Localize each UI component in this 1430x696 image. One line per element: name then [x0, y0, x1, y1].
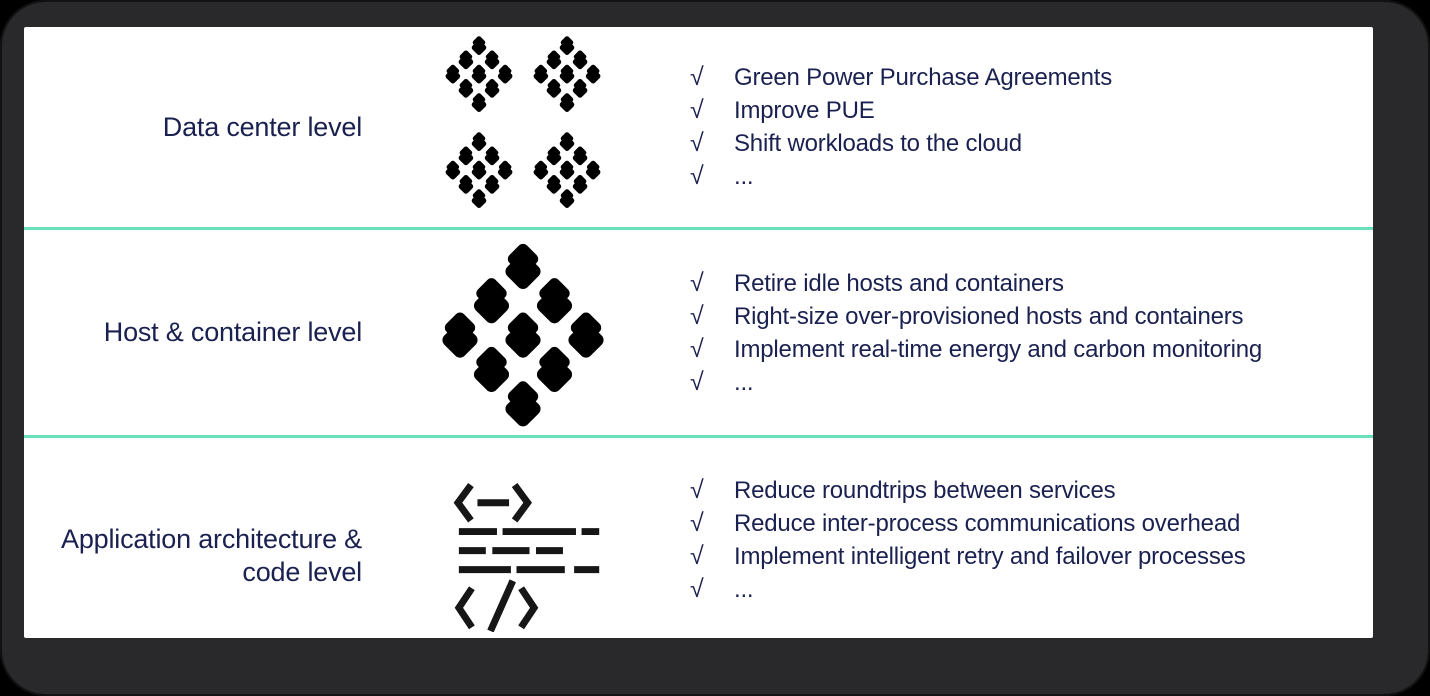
row-host-container-level: Host & container level √ Retire idle hos…: [24, 230, 1373, 435]
checklist-item-text: ...: [734, 163, 754, 190]
checklist-item: √ Reduce inter-process communications ov…: [690, 507, 1373, 540]
server-cluster-icon: [532, 129, 602, 209]
check-icon: √: [690, 129, 704, 157]
row-label-data-center: Data center level: [24, 111, 362, 144]
row-label-line-2: code level: [242, 557, 362, 587]
server-cluster-icon: [444, 33, 514, 113]
checklist-item: √ Green Power Purchase Agreements: [690, 61, 1373, 94]
checklist-item-text: ...: [734, 576, 754, 603]
teal-divider: [24, 435, 1373, 438]
checklist-item-text: Implement real-time energy and carbon mo…: [734, 335, 1262, 363]
checklist-application-code: √ Reduce roundtrips between services √ R…: [684, 474, 1373, 606]
check-icon: √: [690, 63, 704, 91]
checklist-item-text: Reduce roundtrips between services: [734, 477, 1116, 504]
server-cluster-icon: [444, 129, 514, 209]
checklist-item: √ Implement intelligent retry and failov…: [690, 540, 1373, 573]
checklist-host-container: √ Retire idle hosts and containers √ Rig…: [684, 267, 1373, 399]
checklist-item: √ Reduce roundtrips between services: [690, 474, 1373, 507]
checklist-item-text: Right-size over-provisioned hosts and co…: [734, 302, 1244, 330]
data-center-cluster-grid-icon: [444, 33, 602, 209]
teal-divider: [24, 227, 1373, 230]
checklist-data-center: √ Green Power Purchase Agreements √ Impr…: [684, 61, 1373, 193]
checklist-item-text: Implement intelligent retry and failover…: [734, 543, 1246, 570]
check-icon: √: [690, 162, 704, 190]
checklist-item-text: Improve PUE: [734, 97, 875, 124]
checklist-item: √ ...: [690, 573, 1373, 606]
content-panel: Data center level √ Green Power Purchase…: [24, 27, 1373, 638]
checklist-item: √ Implement real-time energy and carbon …: [690, 333, 1373, 366]
check-icon: √: [690, 542, 704, 570]
check-icon: √: [690, 334, 704, 363]
checklist-item: √ ...: [690, 160, 1373, 193]
check-icon: √: [690, 575, 704, 603]
code-block-icon: [453, 483, 600, 632]
checklist-item: √ Retire idle hosts and containers: [690, 267, 1373, 300]
row-label-line-1: Application architecture &: [61, 524, 362, 554]
row-label-text: Host & container level: [103, 317, 362, 347]
checklist-item-text: Reduce inter-process communications over…: [734, 510, 1241, 537]
row-label-text: Data center level: [162, 111, 362, 142]
check-icon: √: [690, 301, 704, 330]
row-application-code-level: Application architecture & code level: [24, 438, 1373, 638]
checklist-item: √ ...: [690, 366, 1373, 399]
checklist-item: √ Right-size over-provisioned hosts and …: [690, 300, 1373, 333]
check-icon: √: [690, 476, 704, 504]
check-icon: √: [690, 509, 704, 537]
checklist-item-text: Green Power Purchase Agreements: [734, 64, 1112, 91]
check-icon: √: [690, 96, 704, 124]
row-label-application-code: Application architecture & code level: [24, 523, 362, 589]
checklist-item-text: Shift workloads to the cloud: [734, 130, 1022, 157]
checklist-item-text: ...: [734, 368, 754, 396]
check-icon: √: [690, 367, 704, 396]
checklist-item: √ Shift workloads to the cloud: [690, 127, 1373, 160]
row-data-center-level: Data center level √ Green Power Purchase…: [24, 27, 1373, 227]
server-cluster-icon: [532, 33, 602, 113]
check-icon: √: [690, 268, 704, 297]
checklist-item-text: Retire idle hosts and containers: [734, 269, 1064, 297]
host-container-cluster-icon: [439, 236, 607, 429]
row-label-host-container: Host & container level: [24, 316, 362, 349]
checklist-item: √ Improve PUE: [690, 94, 1373, 127]
